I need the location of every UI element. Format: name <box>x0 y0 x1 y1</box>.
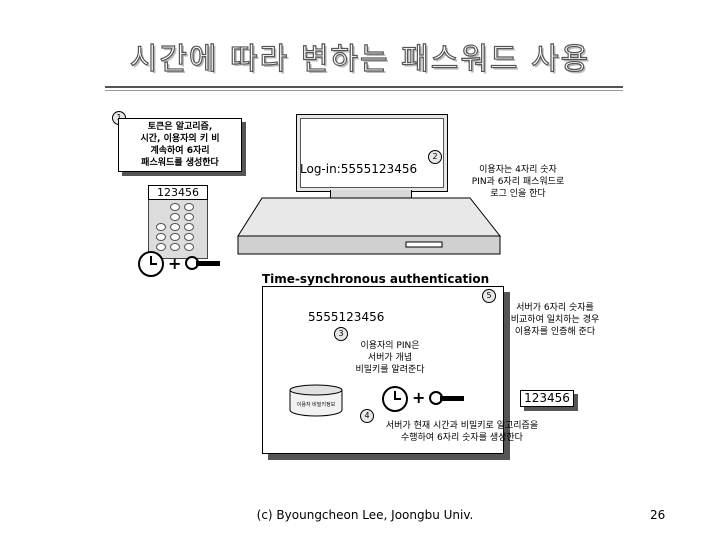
login-text: Log-in:5555123456 <box>300 162 418 176</box>
keypad-key <box>184 243 194 251</box>
step-3-line: 이용자의 PIN은 <box>360 341 420 351</box>
keypad-key <box>170 243 180 251</box>
monitor-screen <box>300 118 444 188</box>
server-plus-icon: + <box>412 388 426 407</box>
step-1-line: 계속하여 6자리 <box>150 146 210 156</box>
footer-credit: (c) Byoungcheon Lee, Joongbu Univ. <box>256 508 474 522</box>
title-underline-thin <box>105 90 623 91</box>
keypad-key <box>184 203 194 211</box>
title-underline <box>105 86 623 88</box>
keypad-key <box>170 203 180 211</box>
plus-icon: + <box>168 254 182 273</box>
keypad-key <box>170 213 180 221</box>
step-5-line: 서버가 6자리 숫자를 <box>516 303 594 313</box>
page-number: 26 <box>650 508 666 522</box>
step-5-text: 서버가 6자리 숫자를 비교하여 일치하는 경우 이용자를 인증해 준다 <box>496 302 614 338</box>
step-4-badge: 4 <box>360 409 374 423</box>
server-clock-icon <box>382 386 408 412</box>
server-key-icon <box>429 391 464 405</box>
keypad-key <box>184 223 194 231</box>
step-1-line: 시간, 이용자의 키 비 <box>140 134 220 144</box>
keypad-key <box>156 243 166 251</box>
step-1-line: 토큰은 알고리즘, <box>147 122 213 132</box>
step-2-line: 이용자는 4자리 숫자 <box>479 165 557 175</box>
step-3-line: 서버가 개념 <box>367 353 413 363</box>
page-title: 시간에 따라 변하는 패스워드 사용 <box>129 41 591 77</box>
server-title: Time-synchronous authentication server <box>262 272 490 286</box>
step-3-badge: 3 <box>334 327 348 341</box>
token-keypad <box>152 203 204 253</box>
step-4-text: 서버가 현재 시간과 비밀키로 알고리즘을 수행하여 6자리 숫자를 생성한다 <box>344 420 580 444</box>
server-generated-value: 123456 <box>520 390 574 407</box>
step-5-line: 이용자를 인증해 준다 <box>514 327 596 337</box>
step-5-line: 비교하여 일치하는 경우 <box>510 315 600 325</box>
step-2-badge: 2 <box>428 150 442 164</box>
key-icon <box>185 256 220 270</box>
server-received-value: 5555123456 <box>308 310 385 324</box>
token-display: 123456 <box>148 185 208 200</box>
keypad-key <box>170 223 180 231</box>
database-label: 이용자 비밀키정보 <box>296 402 336 408</box>
keypad-key <box>184 233 194 241</box>
step-2-line: 로그 인을 한다 <box>490 189 546 199</box>
database-icon <box>289 384 343 417</box>
step-3-line: 비밀키를 알려준다 <box>355 365 425 375</box>
step-3-text: 이용자의 PIN은 서버가 개념 비밀키를 알려준다 <box>340 340 440 376</box>
step-4-line: 서버가 현재 시간과 비밀키로 알고리즘을 <box>385 421 539 431</box>
step-2-text: 이용자는 4자리 숫자 PIN과 6자리 패스워드로 로그 인을 한다 <box>444 164 592 200</box>
server-panel <box>262 286 504 454</box>
step-1-line: 패스워드를 생성한다 <box>141 158 219 168</box>
keypad-key <box>184 213 194 221</box>
clock-icon <box>138 251 164 277</box>
keypad-key <box>170 233 180 241</box>
keypad-key <box>156 233 166 241</box>
step-4-line: 수행하여 6자리 숫자를 생성한다 <box>401 433 523 443</box>
step-5-badge: 5 <box>482 289 496 303</box>
step-1-box: 토큰은 알고리즘, 시간, 이용자의 키 비 계속하여 6자리 패스워드를 생성… <box>118 118 242 172</box>
step-2-line: PIN과 6자리 패스워드로 <box>471 177 565 187</box>
keypad-key <box>156 223 166 231</box>
desktop-keyboard <box>237 197 502 255</box>
